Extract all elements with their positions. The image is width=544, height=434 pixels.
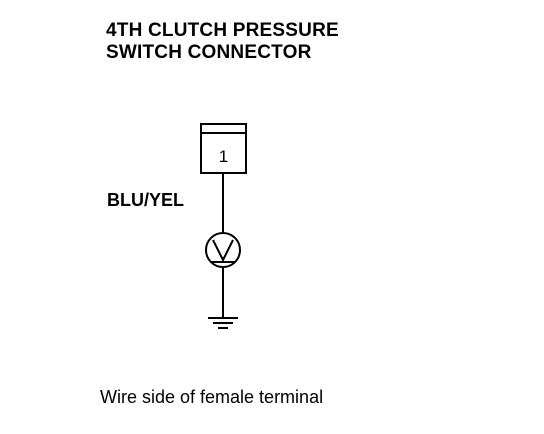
view-caption: Wire side of female terminal: [100, 387, 324, 407]
wire-color-label: BLU/YEL: [107, 190, 185, 210]
connector-housing: 1: [200, 123, 247, 174]
diagram-title: 4TH CLUTCH PRESSURE SWITCH CONNECTOR: [106, 20, 339, 64]
terminal-number: 1: [219, 147, 228, 166]
voltmeter-icon: [205, 232, 241, 268]
ground-icon: [208, 317, 238, 329]
title-line-2: SWITCH CONNECTOR: [106, 42, 312, 63]
meter-v-mark: [212, 239, 234, 263]
title-line-1: 4TH CLUTCH PRESSURE: [106, 20, 339, 41]
